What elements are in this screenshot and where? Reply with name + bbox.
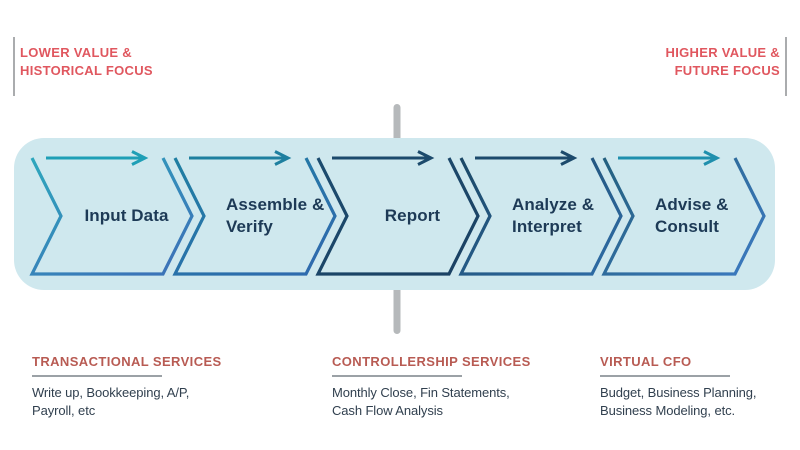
service-detail: Write up, Bookkeeping, A/P, Payroll, etc bbox=[32, 385, 190, 418]
chevron-5-outline bbox=[601, 157, 766, 276]
chevron-stage-2 bbox=[172, 150, 337, 276]
service-controllership: CONTROLLERSHIP SERVICES Monthly Close, F… bbox=[332, 354, 582, 419]
service-underline bbox=[332, 375, 462, 377]
chevron-3-outline bbox=[315, 157, 480, 276]
higher-value-label: HIGHER VALUE & FUTURE FOCUS bbox=[665, 45, 780, 78]
chevron-2-outline bbox=[172, 157, 337, 276]
chevron-4-arrowhead-icon bbox=[560, 150, 578, 166]
chevron-stage-5 bbox=[601, 150, 766, 276]
chevron-2-arrowhead-icon bbox=[274, 150, 292, 166]
service-title: TRANSACTIONAL SERVICES bbox=[32, 354, 222, 369]
chevron-3-arrowhead-icon bbox=[417, 150, 435, 166]
top-divider-bar bbox=[393, 104, 401, 146]
service-virtual-cfo: VIRTUAL CFO Budget, Business Planning, B… bbox=[600, 354, 790, 419]
lower-value-label: LOWER VALUE & HISTORICAL FOCUS bbox=[20, 45, 153, 78]
stage-label-input-data: Input Data bbox=[84, 205, 169, 225]
right-axis-tick bbox=[785, 37, 787, 96]
service-transactional: TRANSACTIONAL SERVICES Write up, Bookkee… bbox=[32, 354, 282, 419]
bottom-divider-bar bbox=[393, 284, 401, 334]
service-title: CONTROLLERSHIP SERVICES bbox=[332, 354, 531, 369]
chevron-stage-1 bbox=[29, 150, 194, 276]
chevron-1-outline bbox=[29, 157, 194, 276]
chevron-1-arrowhead-icon bbox=[131, 150, 149, 166]
service-underline bbox=[32, 375, 162, 377]
stage-label-assemble-verify: Assemble & Verify bbox=[226, 194, 325, 236]
flow-band bbox=[14, 138, 775, 290]
service-detail: Monthly Close, Fin Statements, Cash Flow… bbox=[332, 385, 510, 418]
stage-label-analyze-interpret: Analyze & Interpret bbox=[512, 194, 595, 236]
chevron-stage-3 bbox=[315, 150, 480, 276]
stage-label-report: Report bbox=[384, 205, 441, 225]
service-detail: Budget, Business Planning, Business Mode… bbox=[600, 385, 757, 418]
chevron-stage-4 bbox=[458, 150, 623, 276]
chevron-4-outline bbox=[458, 157, 623, 276]
service-underline bbox=[600, 375, 730, 377]
stage-label-advise-consult: Advise & Consult bbox=[655, 194, 729, 236]
chevron-5-arrowhead-icon bbox=[703, 150, 721, 166]
service-title: VIRTUAL CFO bbox=[600, 354, 692, 369]
left-axis-tick bbox=[13, 37, 15, 96]
